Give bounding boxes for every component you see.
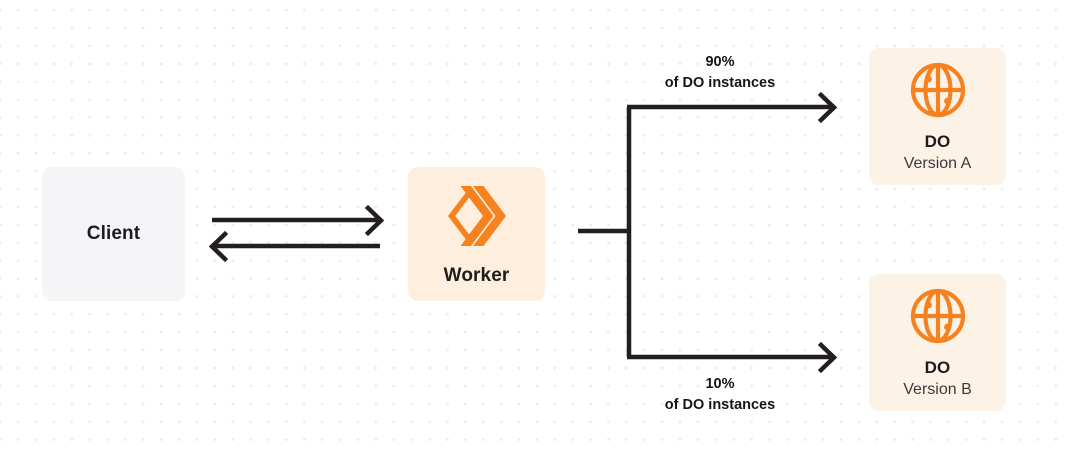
edge-label-do-version-b-description: of DO instances bbox=[664, 397, 776, 414]
node-worker[interactable]: Worker bbox=[408, 167, 545, 301]
node-do-version-a[interactable]: DO Version A bbox=[869, 48, 1006, 185]
node-client-title: Client bbox=[86, 223, 141, 245]
durable-object-globe-icon bbox=[908, 286, 968, 346]
node-do-version-b-title: DO bbox=[924, 357, 951, 377]
node-do-version-a-subtitle: Version A bbox=[903, 155, 972, 173]
connector-worker-branch bbox=[578, 107, 632, 357]
arrow-to-do-version-b bbox=[627, 341, 838, 374]
arrow-to-do-version-a bbox=[627, 91, 838, 124]
node-worker-title: Worker bbox=[443, 265, 510, 287]
node-do-version-b[interactable]: DO Version B bbox=[869, 274, 1006, 411]
node-do-version-b-subtitle: Version B bbox=[903, 381, 972, 399]
arrow-worker-to-client bbox=[208, 230, 380, 263]
arrow-client-to-worker bbox=[212, 204, 385, 237]
durable-object-globe-icon bbox=[908, 60, 968, 120]
cloudflare-workers-icon bbox=[444, 181, 510, 251]
edge-label-do-version-b: 10% of DO instances bbox=[665, 374, 775, 416]
edge-label-do-version-a-percent: 90% bbox=[705, 54, 735, 70]
edge-label-do-version-a: 90% of DO instances bbox=[665, 52, 775, 94]
edge-label-do-version-a-description: of DO instances bbox=[664, 75, 776, 92]
node-client[interactable]: Client bbox=[42, 167, 185, 301]
edge-label-do-version-b-percent: 10% bbox=[705, 376, 735, 392]
node-do-version-a-title: DO bbox=[924, 131, 951, 151]
